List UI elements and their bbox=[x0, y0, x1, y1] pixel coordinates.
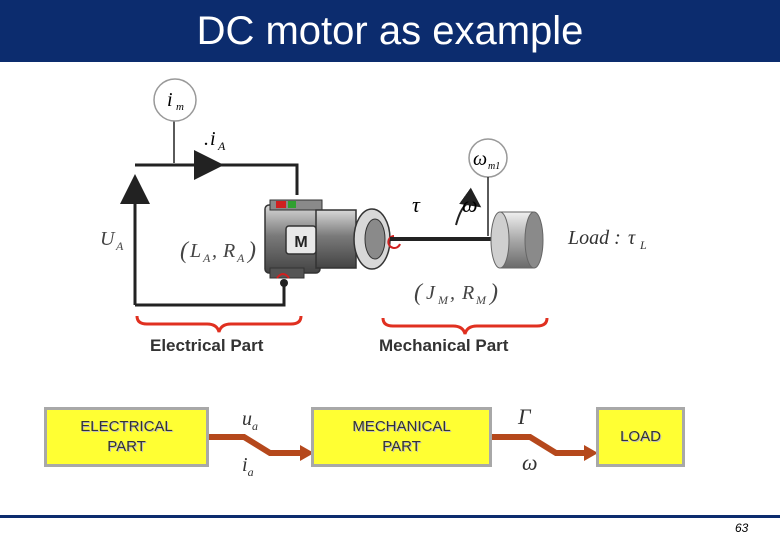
electrical-brace bbox=[135, 315, 303, 333]
mechanical-block-label: MECHANICAL PART bbox=[352, 418, 451, 455]
svg-text:,: , bbox=[212, 240, 217, 262]
page-number: 63 bbox=[735, 521, 749, 535]
voltage-symbol: U bbox=[100, 228, 116, 250]
svg-text:R: R bbox=[222, 240, 235, 262]
svg-text:M: M bbox=[475, 293, 487, 307]
current-label-sub: A bbox=[217, 139, 226, 153]
mechanical-params: ( J M , R M ) bbox=[414, 280, 498, 307]
current-label-symbol: i bbox=[210, 128, 216, 150]
load-block: LOAD bbox=[596, 407, 685, 467]
footer-line bbox=[0, 515, 780, 518]
svg-text:(: ( bbox=[180, 238, 190, 264]
svg-text:τ: τ bbox=[628, 227, 636, 249]
mechanical-part-label: Mechanical Part bbox=[379, 336, 509, 355]
ua-label: ua bbox=[242, 408, 258, 433]
svg-text:,: , bbox=[450, 282, 455, 304]
electrical-block: ELECTRICAL PART bbox=[44, 407, 209, 467]
svg-text:R: R bbox=[461, 282, 474, 304]
svg-text:A: A bbox=[236, 251, 245, 265]
title-bar bbox=[0, 0, 780, 62]
motor-body bbox=[264, 199, 401, 279]
speed-sensor-symbol: ω bbox=[473, 148, 487, 170]
svg-text:L: L bbox=[639, 238, 647, 252]
voltage-sub: A bbox=[115, 239, 124, 253]
electrical-block-label: ELECTRICAL PART bbox=[80, 418, 173, 455]
load-block-label: LOAD bbox=[620, 428, 661, 445]
mechanical-brace bbox=[381, 317, 549, 335]
electrical-params: ( L A , R A ) bbox=[180, 238, 256, 265]
speed-sensor-sub: m1 bbox=[488, 161, 500, 172]
voltage-label: U A bbox=[100, 228, 124, 253]
speed-sensor: ω m1 bbox=[468, 138, 508, 236]
omega-symbol: ω bbox=[462, 192, 478, 217]
motor-badge: M bbox=[294, 234, 307, 251]
load-label: Load : τ L bbox=[567, 227, 647, 252]
electrical-part-label: Electrical Part bbox=[150, 336, 264, 355]
svg-text:A: A bbox=[202, 251, 211, 265]
current-meter-symbol: i bbox=[167, 89, 173, 111]
svg-text:Load :: Load : bbox=[567, 227, 621, 249]
circuit-wires bbox=[120, 120, 299, 307]
svg-text:(: ( bbox=[414, 280, 424, 306]
rotation-arrow bbox=[455, 187, 482, 226]
ia-label: ia bbox=[242, 454, 254, 479]
current-label-prefix: . bbox=[204, 128, 209, 150]
mechanical-block: MECHANICAL PART bbox=[311, 407, 492, 467]
svg-text:M: M bbox=[437, 293, 449, 307]
gamma-label: Γ bbox=[518, 404, 531, 429]
torque-symbol: τ bbox=[412, 192, 421, 217]
omega-label: ω bbox=[522, 450, 538, 475]
block-arrows bbox=[206, 434, 598, 461]
svg-text:J: J bbox=[426, 282, 436, 304]
svg-text:L: L bbox=[189, 240, 201, 262]
slide-title: DC motor as example bbox=[196, 9, 584, 53]
current-meter-sub: m bbox=[176, 101, 184, 113]
current-meter: i m bbox=[153, 78, 197, 122]
svg-text:): ) bbox=[246, 238, 256, 264]
svg-text:): ) bbox=[488, 280, 498, 306]
current-label: . i A bbox=[204, 128, 226, 153]
load-disk bbox=[490, 211, 544, 269]
